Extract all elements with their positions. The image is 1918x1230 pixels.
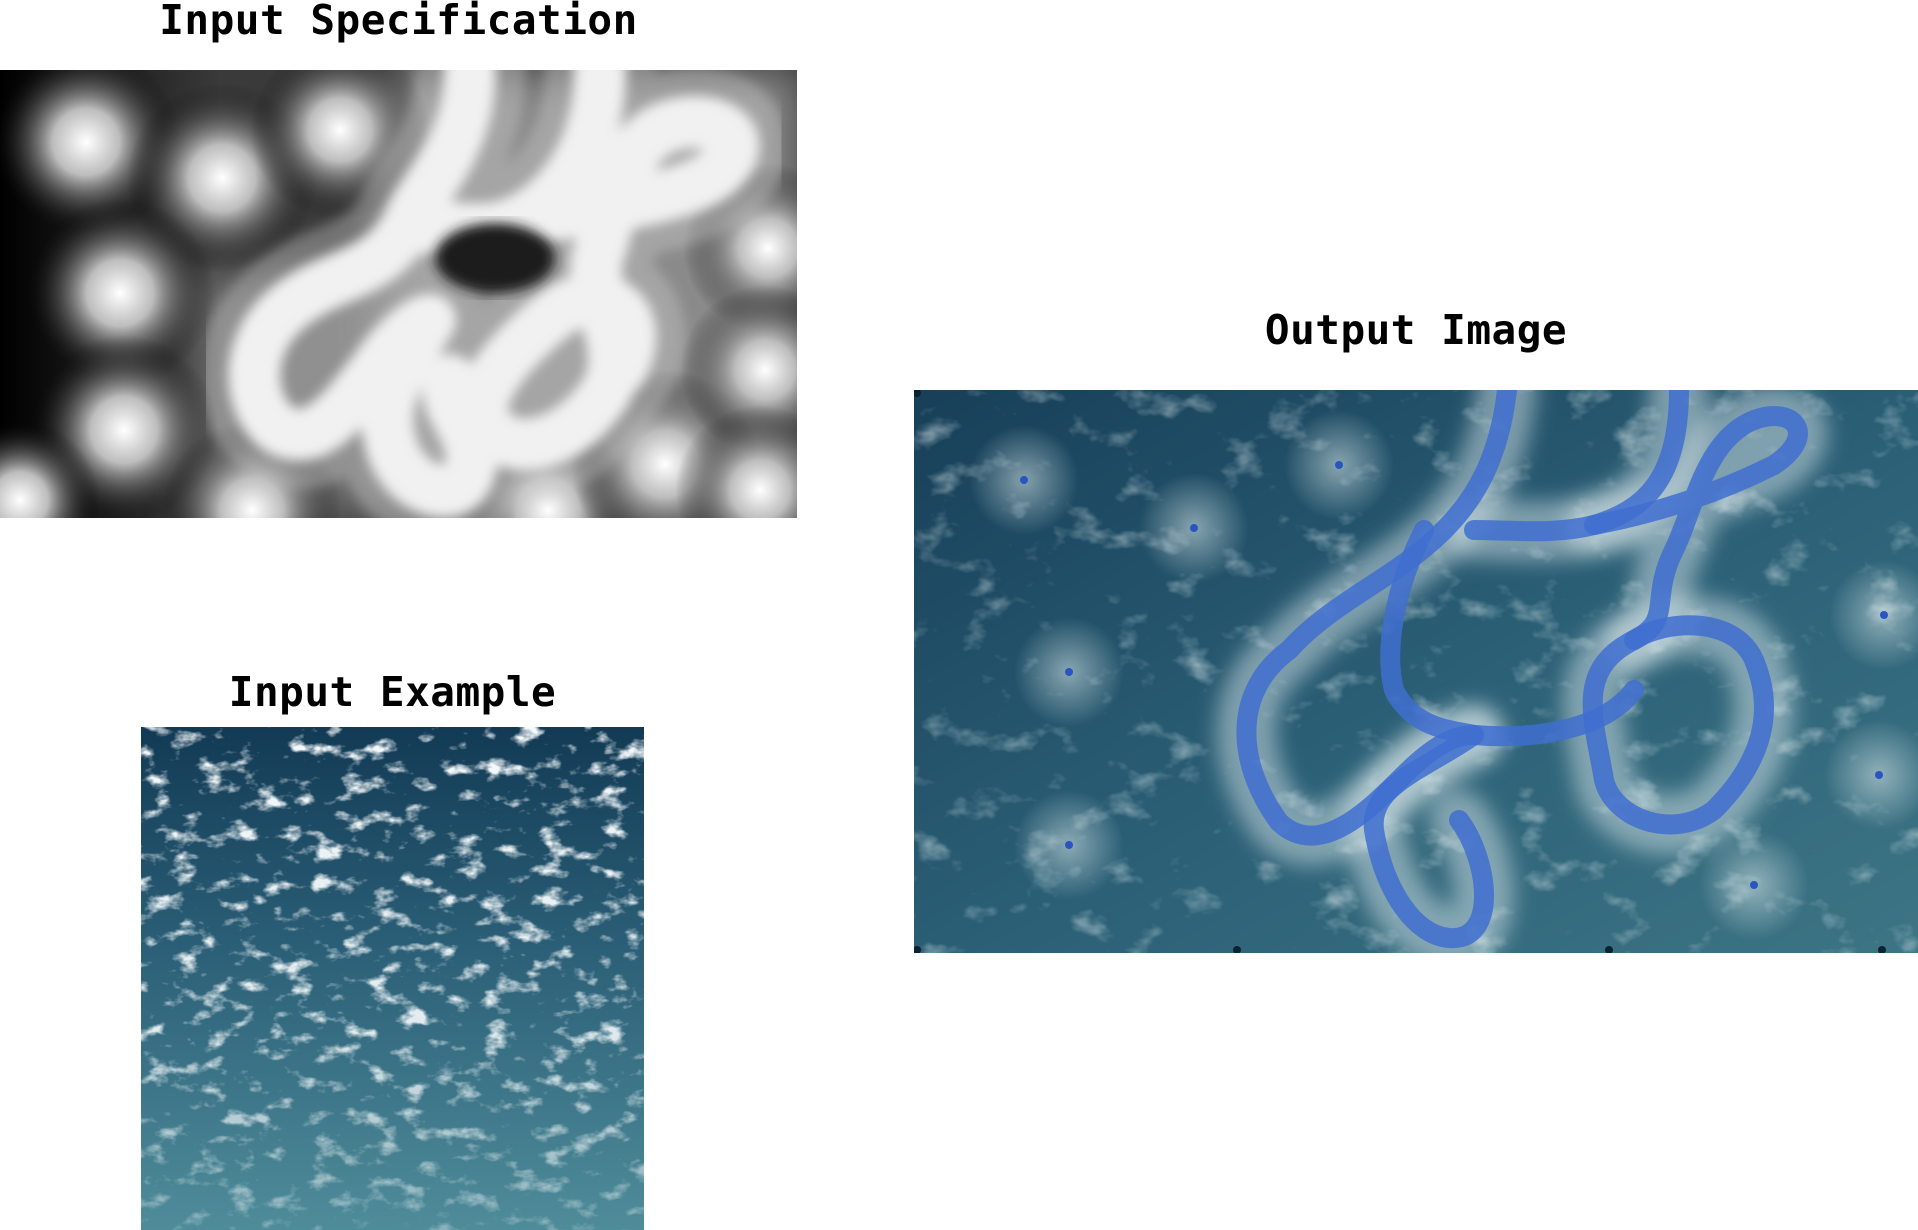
distance-field-image (0, 70, 797, 518)
ocean-texture-image (141, 727, 644, 1230)
input-spec-image (0, 70, 797, 518)
input-spec-title: Input Specification (159, 0, 638, 44)
input-example-title: Input Example (228, 668, 557, 716)
output-image (914, 390, 1918, 953)
output-image-title: Output Image (1264, 306, 1568, 354)
synthesized-texture-image (914, 390, 1918, 953)
input-example-image (141, 727, 644, 1230)
